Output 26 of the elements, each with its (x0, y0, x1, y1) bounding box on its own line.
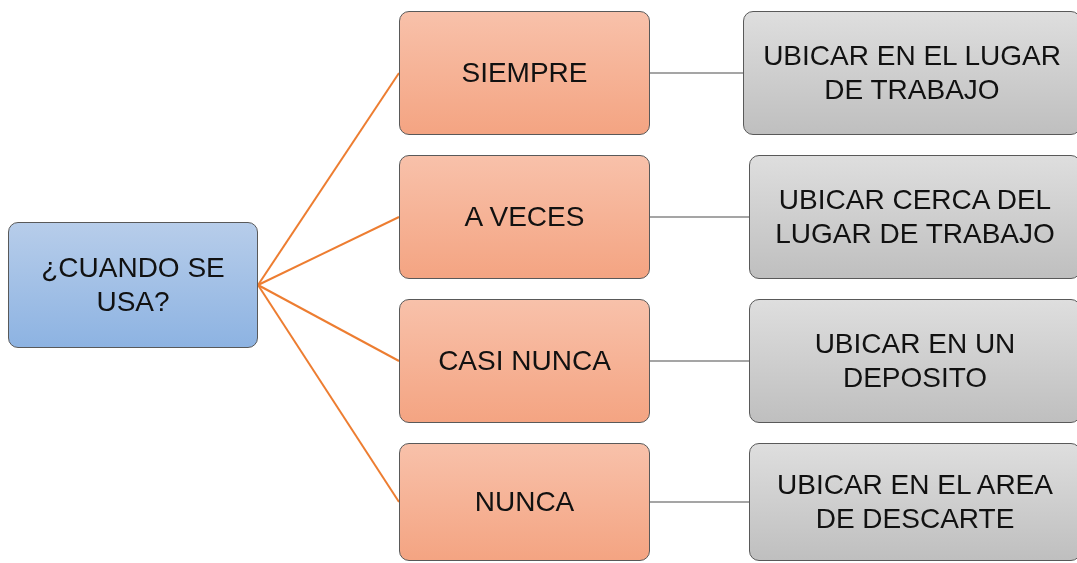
node-label: CASI NUNCA (438, 344, 611, 378)
node-label: NUNCA (474, 485, 575, 519)
node-label: SIEMPRE (461, 56, 588, 90)
location-box (743, 11, 1077, 135)
frequency-box (399, 443, 650, 561)
question-box (8, 222, 258, 348)
node-label: ¿CUANDO SE USA? (40, 251, 226, 319)
frequency-box (399, 155, 650, 279)
node-label: UBICAR EN EL LUGAR DE TRABAJO (762, 39, 1062, 107)
location-box (749, 443, 1077, 561)
connector-line (649, 501, 750, 503)
frequency-box (399, 299, 650, 423)
node-label: A VECES (464, 200, 585, 234)
connector-line (257, 284, 400, 362)
location-box (749, 299, 1077, 423)
node-label: UBICAR EN UN DEPOSITO (813, 327, 1017, 395)
connector-line (649, 72, 744, 74)
node-label: UBICAR CERCA DEL LUGAR DE TRABAJO (774, 183, 1056, 251)
location-box (749, 155, 1077, 279)
connector-line (257, 216, 400, 286)
connector-line (649, 360, 750, 362)
connector-line (257, 72, 400, 286)
node-label: UBICAR EN EL AREA DE DESCARTE (776, 468, 1054, 536)
connector-line (649, 216, 750, 218)
connector-line (257, 284, 400, 503)
frequency-box (399, 11, 650, 135)
